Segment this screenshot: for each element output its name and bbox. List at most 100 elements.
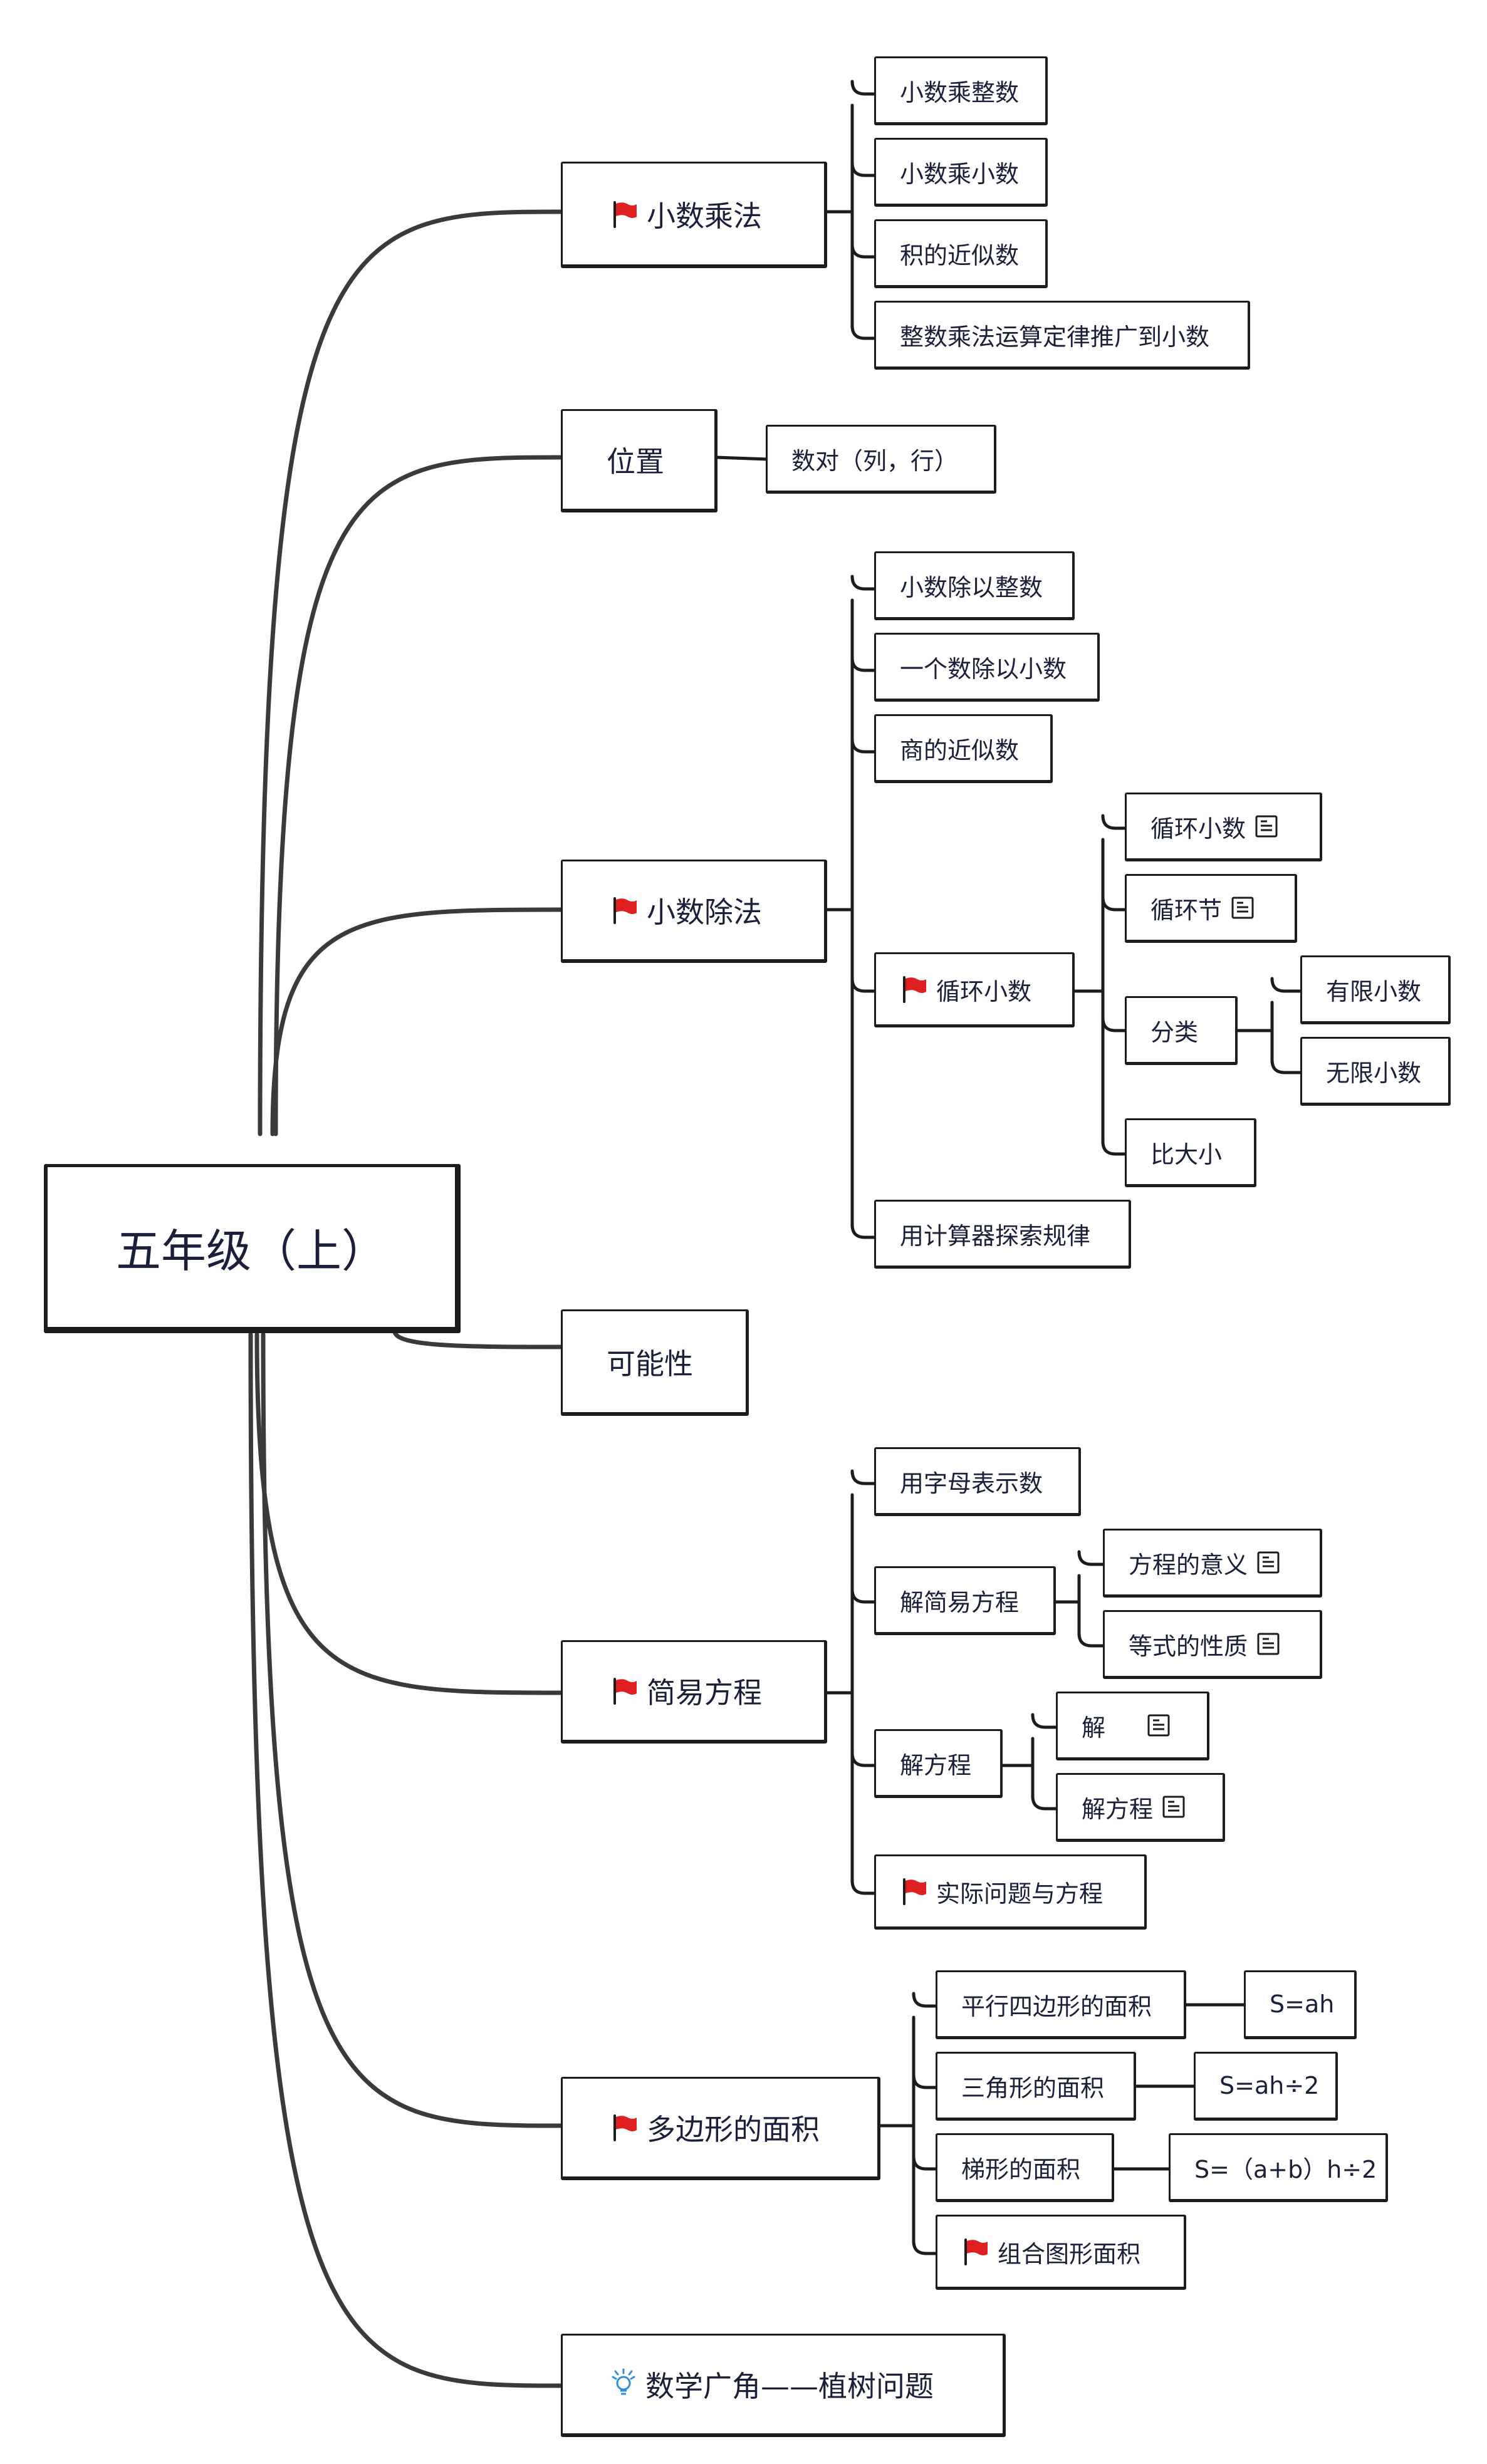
flag-icon — [610, 897, 638, 924]
subtopic-trapezoid-area[interactable]: 梯形的面积 — [936, 2133, 1114, 2202]
topic-position[interactable]: 位置 — [561, 409, 717, 512]
leaf-label: 解 — [1082, 1713, 1106, 1742]
subtopic-label: 用计算器探索规律 — [900, 1222, 1091, 1250]
topic-tree-planting-problem[interactable]: 数学广角——植树问题 — [561, 2334, 1006, 2437]
note-icon[interactable] — [1256, 1551, 1280, 1574]
branch-connector — [850, 1223, 878, 1239]
branch-connector — [850, 1588, 878, 1604]
leaf-label: 解方程 — [1082, 1795, 1154, 1823]
leaf-repeating-decimal-definition[interactable]: 循环小数 — [1125, 793, 1322, 861]
subtopic-label: 解方程 — [900, 1751, 972, 1779]
subtopic-letters-for-numbers[interactable]: 用字母表示数 — [874, 1447, 1081, 1516]
branch-connector — [1270, 977, 1304, 993]
topic-probability[interactable]: 可能性 — [561, 1309, 749, 1416]
subtopic-label: 商的近似数 — [900, 736, 1020, 764]
subtopic-triangle-area[interactable]: 三角形的面积 — [936, 2052, 1136, 2121]
branch-connector — [850, 1751, 878, 1767]
branch-connector — [1031, 1794, 1060, 1811]
leaf-meaning-of-equation[interactable]: 方程的意义 — [1103, 1529, 1322, 1598]
branch-connector — [1270, 1058, 1304, 1074]
subtopic-decimal-times-integer[interactable]: 小数乘整数 — [874, 56, 1048, 125]
leaf-infinite-decimal[interactable]: 无限小数 — [1300, 1037, 1451, 1106]
subtopic-number-div-decimal[interactable]: 一个数除以小数 — [874, 633, 1100, 702]
subtopic-composite-shape-area[interactable]: 组合图形面积 — [936, 2215, 1186, 2290]
leaf-label: 有限小数 — [1326, 977, 1422, 1006]
topic-label: 多边形的面积 — [647, 2113, 820, 2146]
formula-label: S=（a+b）h÷2 — [1194, 2155, 1377, 2183]
branch-connector — [714, 455, 770, 461]
leaf-solution[interactable]: 解 — [1056, 1692, 1209, 1760]
subtopic-decimal-div-integer[interactable]: 小数除以整数 — [874, 551, 1075, 620]
leaf-label: 方程的意义 — [1129, 1551, 1248, 1579]
flag-icon — [610, 200, 638, 228]
note-icon[interactable] — [1162, 1795, 1186, 1819]
root-branch-connector — [258, 209, 566, 1136]
leaf-classification[interactable]: 分类 — [1125, 996, 1238, 1065]
branch-connector — [850, 737, 878, 754]
leaf-solve-equation[interactable]: 解方程 — [1056, 1773, 1225, 1842]
subtopic-label: 三角形的面积 — [961, 2074, 1105, 2102]
subtopic-solve-simple-equations[interactable]: 解简易方程 — [874, 1566, 1056, 1635]
topic-polygon-area[interactable]: 多边形的面积 — [561, 2077, 880, 2180]
formula-label: S=ah÷2 — [1219, 2072, 1320, 2099]
note-icon[interactable] — [1231, 896, 1255, 920]
branch-connector — [912, 2073, 939, 2089]
subtopic-label: 解简易方程 — [900, 1588, 1020, 1616]
root-branch-connector — [273, 455, 566, 1136]
root-branch-connector — [248, 1332, 566, 2388]
branch-connector — [1031, 1713, 1060, 1729]
topic-decimal-division[interactable]: 小数除法 — [561, 860, 827, 963]
flag-icon — [610, 1677, 638, 1705]
formula-triangle[interactable]: S=ah÷2 — [1194, 2052, 1338, 2121]
topic-decimal-multiplication[interactable]: 小数乘法 — [561, 162, 827, 268]
subtopic-quotient-approximation[interactable]: 商的近似数 — [874, 714, 1053, 783]
note-icon[interactable] — [1256, 1632, 1280, 1656]
topic-label: 小数除法 — [647, 895, 762, 929]
branch-connector — [1077, 1550, 1107, 1566]
subtopic-parallelogram-area[interactable]: 平行四边形的面积 — [936, 1970, 1186, 2039]
formula-trapezoid[interactable]: S=（a+b）h÷2 — [1169, 2133, 1388, 2202]
subtopic-label: 用字母表示数 — [900, 1469, 1043, 1497]
subtopic-word-problems-equations[interactable]: 实际问题与方程 — [874, 1854, 1147, 1930]
branch-connector — [850, 1879, 878, 1895]
subtopic-label: 积的近似数 — [900, 241, 1020, 269]
subtopic-calculator-patterns[interactable]: 用计算器探索规律 — [874, 1200, 1131, 1269]
root-topic-label: 五年级（上） — [115, 1225, 387, 1277]
leaf-label: 比大小 — [1150, 1140, 1223, 1168]
leaf-label: 循环小数 — [1150, 814, 1246, 843]
note-icon[interactable] — [1255, 814, 1278, 838]
note-icon[interactable] — [1147, 1713, 1171, 1737]
leaf-properties-of-equality[interactable]: 等式的性质 — [1103, 1610, 1322, 1679]
leaf-repetend[interactable]: 循环节 — [1125, 874, 1297, 943]
leaf-compare-size[interactable]: 比大小 — [1125, 1118, 1256, 1187]
subtopic-label: 一个数除以小数 — [900, 655, 1067, 683]
leaf-label: 循环节 — [1150, 896, 1223, 924]
topic-label: 简易方程 — [647, 1676, 762, 1710]
topic-label: 数学广角——植树问题 — [645, 2369, 934, 2403]
root-topic[interactable]: 五年级（上） — [44, 1164, 461, 1333]
root-branch-connector — [270, 907, 566, 1136]
formula-parallelogram[interactable]: S=ah — [1244, 1970, 1357, 2039]
branch-connector — [850, 324, 878, 340]
subtopic-solving-equations[interactable]: 解方程 — [874, 1729, 1003, 1798]
subtopic-coordinate-pair[interactable]: 数对（列，行） — [766, 425, 996, 494]
topic-simple-equations[interactable]: 简易方程 — [561, 1640, 827, 1744]
leaf-label: 无限小数 — [1326, 1059, 1422, 1087]
subtopic-repeating-decimal[interactable]: 循环小数 — [874, 952, 1075, 1027]
subtopic-label: 整数乘法运算定律推广到小数 — [900, 323, 1210, 351]
subtopic-multiplication-laws[interactable]: 整数乘法运算定律推广到小数 — [874, 301, 1250, 370]
leaf-label: 等式的性质 — [1129, 1632, 1248, 1660]
leaf-finite-decimal[interactable]: 有限小数 — [1300, 955, 1451, 1024]
root-branch-connector — [392, 1329, 566, 1349]
leaf-label: 分类 — [1150, 1018, 1199, 1046]
subtopic-decimal-times-decimal[interactable]: 小数乘小数 — [874, 138, 1048, 207]
topic-label: 小数乘法 — [647, 199, 762, 233]
flag-icon — [610, 2114, 638, 2141]
subtopic-label: 循环小数 — [936, 977, 1032, 1006]
branch-connector — [850, 977, 878, 993]
subtopic-product-approximation[interactable]: 积的近似数 — [874, 219, 1048, 288]
branch-connector — [1101, 895, 1129, 912]
branch-connector — [1101, 1140, 1129, 1156]
subtopic-label: 平行四边形的面积 — [961, 1992, 1152, 2020]
